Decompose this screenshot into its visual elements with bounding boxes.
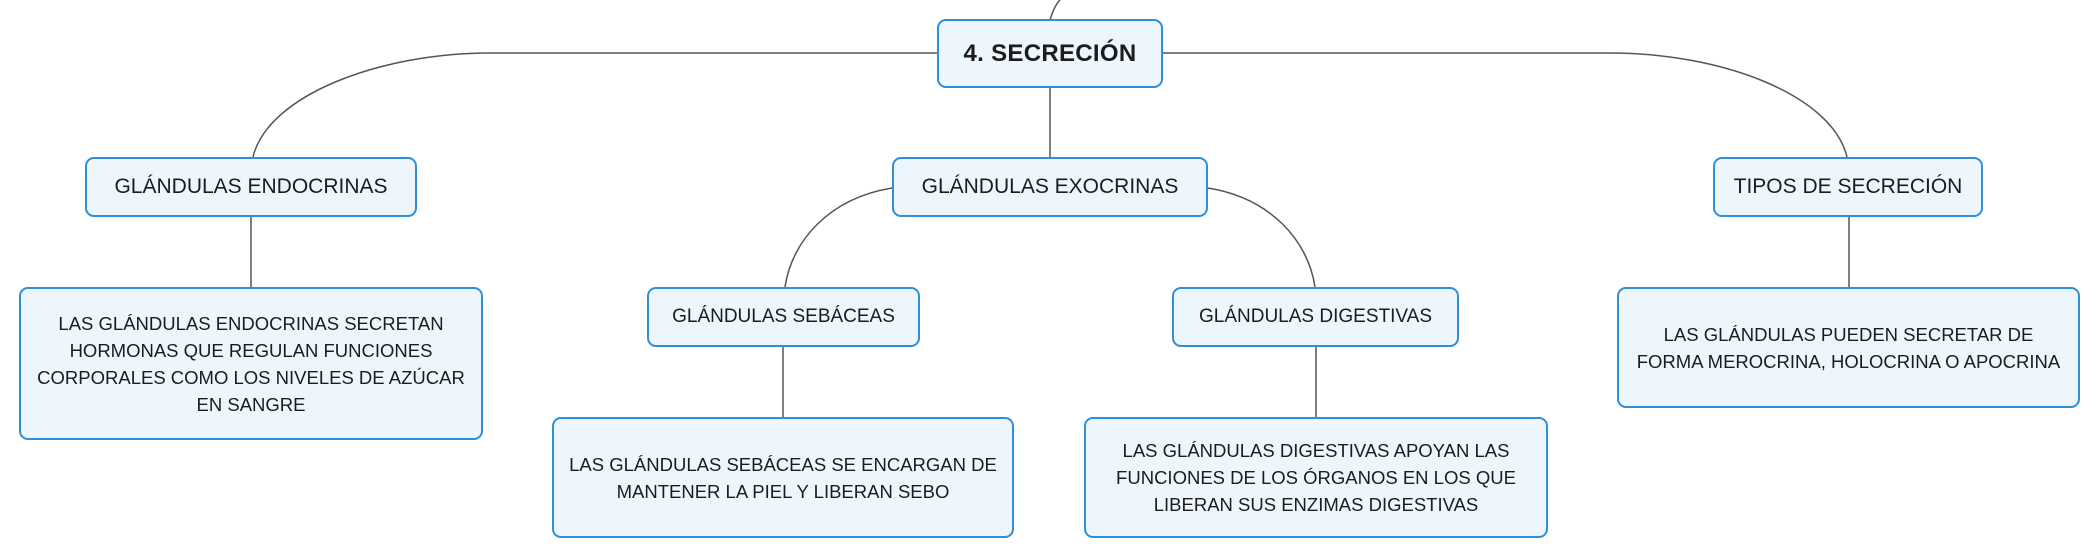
root-topic-label: 4. SECRECIÓN [963,39,1137,67]
connector-exocrinas-to-digestivas [1207,187,1316,288]
description-tipos-de-secrecion-text: LAS GLÁNDULAS PUEDEN SECRETAR DE FORMA M… [1636,323,2061,372]
connector-root-to-tipos [1163,52,1848,158]
topic-glandulas-endocrinas-label: GLÁNDULAS ENDOCRINAS [114,175,388,198]
topic-glandulas-exocrinas-label: GLÁNDULAS EXOCRINAS [921,175,1179,198]
root-topic[interactable]: 4. SECRECIÓN [937,19,1163,88]
topic-glandulas-digestivas-label: GLÁNDULAS DIGESTIVAS [1199,306,1432,327]
description-glandulas-endocrinas[interactable]: LAS GLÁNDULAS ENDOCRINAS SECRETAN HORMON… [19,287,483,440]
topic-glandulas-digestivas[interactable]: GLÁNDULAS DIGESTIVAS [1172,287,1459,347]
description-tipos-de-secrecion[interactable]: LAS GLÁNDULAS PUEDEN SECRETAR DE FORMA M… [1617,287,2080,408]
description-glandulas-digestivas-text: LAS GLÁNDULAS DIGESTIVAS APOYAN LAS FUNC… [1116,440,1516,515]
topic-tipos-de-secrecion[interactable]: TIPOS DE SECRECIÓN [1713,157,1983,217]
topic-glandulas-sebaceas-label: GLÁNDULAS SEBÁCEAS [672,306,895,327]
description-glandulas-digestivas[interactable]: LAS GLÁNDULAS DIGESTIVAS APOYAN LAS FUNC… [1084,417,1548,538]
connector-root-to-endocrinas [252,52,937,158]
topic-glandulas-sebaceas[interactable]: GLÁNDULAS SEBÁCEAS [647,287,920,347]
topic-glandulas-exocrinas[interactable]: GLÁNDULAS EXOCRINAS [892,157,1208,217]
description-glandulas-endocrinas-text: LAS GLÁNDULAS ENDOCRINAS SECRETAN HORMON… [37,312,465,415]
description-glandulas-sebaceas[interactable]: LAS GLÁNDULAS SEBÁCEAS SE ENCARGAN DE MA… [552,417,1014,538]
connector-parent-to-root [1049,0,1061,21]
topic-glandulas-endocrinas[interactable]: GLÁNDULAS ENDOCRINAS [85,157,417,217]
topic-tipos-de-secrecion-label: TIPOS DE SECRECIÓN [1733,175,1963,198]
connector-exocrinas-to-sebaceas [784,187,893,288]
description-glandulas-sebaceas-text: LAS GLÁNDULAS SEBÁCEAS SE ENCARGAN DE MA… [569,453,997,502]
